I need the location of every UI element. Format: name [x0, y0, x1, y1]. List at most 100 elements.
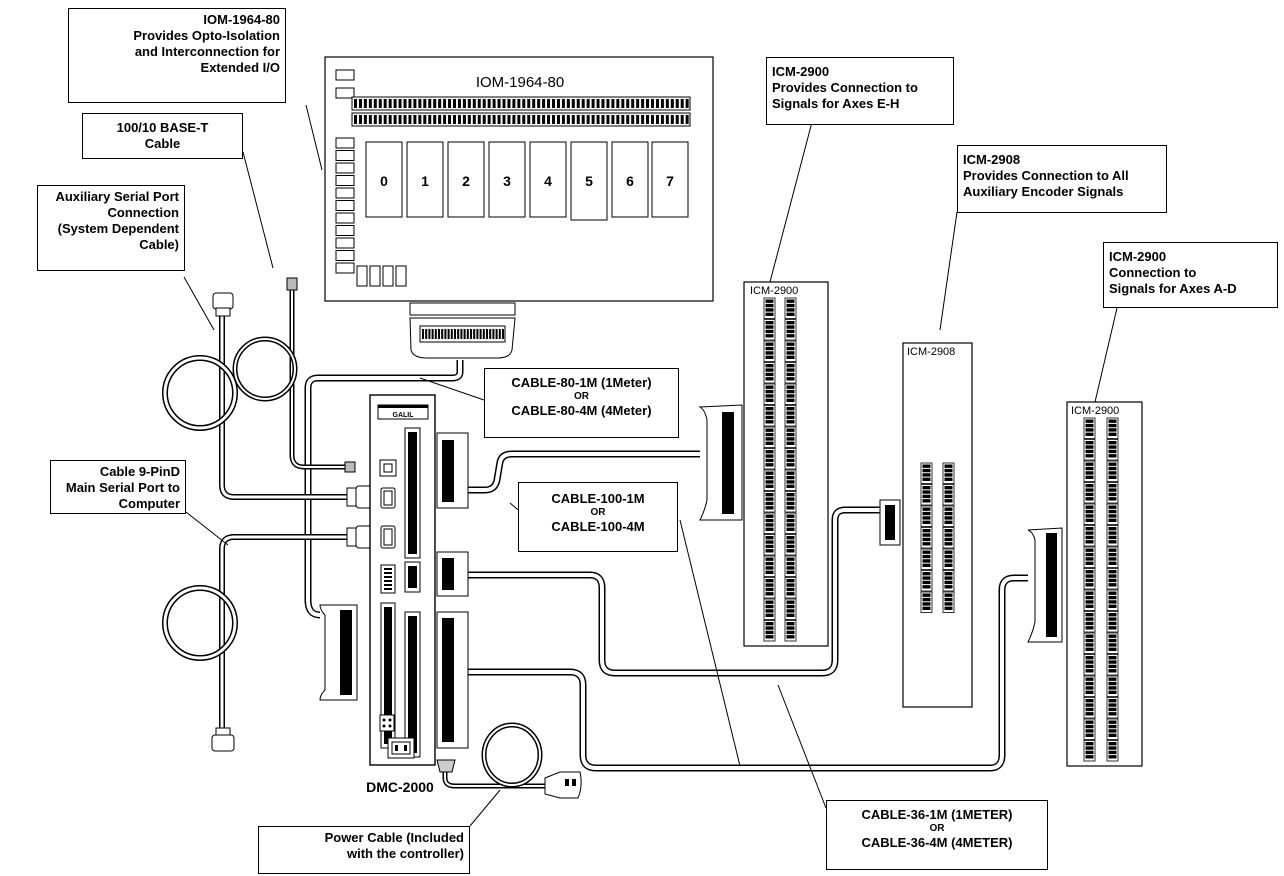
- terminal-pin: [765, 454, 774, 458]
- terminal-pin: [786, 570, 795, 574]
- terminal-pin: [561, 99, 565, 108]
- terminal-pin: [517, 99, 521, 108]
- terminal-pin: [448, 115, 452, 124]
- terminal-pin: [765, 355, 774, 359]
- callout-iom-line2: Provides Opto-Isolation: [133, 28, 280, 43]
- terminal-pin: [448, 99, 452, 108]
- iom-slot-7: [651, 141, 689, 218]
- terminal-pin: [786, 523, 795, 527]
- terminal-pin: [1085, 660, 1094, 664]
- terminal-pin: [665, 115, 669, 124]
- terminal-pin: [786, 334, 795, 338]
- terminal-pin: [765, 566, 774, 570]
- terminal-pin: [636, 99, 640, 108]
- terminal-pin: [443, 115, 447, 124]
- terminal-pin: [1085, 475, 1094, 479]
- terminal-pin: [1085, 600, 1094, 604]
- terminal-pin: [786, 501, 795, 506]
- terminal-pin: [922, 516, 931, 520]
- dmc-2000-controller: GALIL DMC-2000: [366, 394, 436, 795]
- terminal-pin: [482, 115, 486, 124]
- terminal-pin: [1108, 746, 1117, 750]
- terminal-pin: [1085, 621, 1094, 626]
- leader-lines: [183, 104, 1118, 827]
- terminal-pin: [765, 441, 774, 445]
- terminal-pin: [1085, 699, 1094, 703]
- callout-cable80: CABLE-80-1M (1Meter) OR CABLE-80-4M (4Me…: [484, 368, 679, 438]
- terminal-pin: [786, 342, 795, 346]
- terminal-pin: [1085, 647, 1094, 651]
- terminal-pin: [1108, 724, 1117, 729]
- terminal-pin: [517, 115, 521, 124]
- iom-board-title: IOM-1964-80: [476, 74, 564, 91]
- terminal-pin: [1108, 505, 1117, 509]
- terminal-pin: [1108, 750, 1117, 755]
- terminal-pin: [606, 115, 610, 124]
- terminal-pin: [1085, 497, 1094, 501]
- terminal-pin: [944, 585, 953, 589]
- callout-power-line1: Power Cable (Included: [324, 830, 464, 845]
- callout-icm-eh-line3: Signals for Axes E-H: [772, 96, 900, 111]
- terminal-pin: [786, 432, 795, 437]
- callout-cable36-or: OR: [929, 823, 945, 834]
- terminal-pin: [1085, 712, 1094, 716]
- connector-pin: [473, 329, 476, 339]
- terminal-pin: [670, 115, 674, 124]
- terminal-pin: [1108, 677, 1117, 681]
- terminal-pin: [680, 115, 684, 124]
- terminal-pin: [922, 520, 931, 524]
- terminal-pin: [765, 389, 774, 394]
- callout-cable100-line2: CABLE-100-4M: [551, 519, 645, 534]
- terminal-pin: [1108, 699, 1117, 703]
- terminal-pin: [786, 364, 795, 368]
- terminal-pin: [765, 630, 774, 635]
- terminal-pin: [1085, 552, 1094, 557]
- callout-iom-line4: Extended I/O: [200, 60, 280, 75]
- terminal-pin: [765, 312, 774, 316]
- terminal-pin: [596, 115, 600, 124]
- terminal-pin: [428, 115, 432, 124]
- terminal-pin: [944, 537, 953, 542]
- terminal-pin: [596, 99, 600, 108]
- terminal-pin: [631, 99, 635, 108]
- terminal-pin: [1085, 561, 1094, 565]
- terminal-pin: [786, 458, 795, 463]
- terminal-pin: [1085, 595, 1094, 600]
- terminal-pin: [944, 490, 953, 494]
- terminal-pin: [786, 312, 795, 316]
- terminal-pin: [438, 99, 442, 108]
- terminal-pin: [388, 115, 392, 124]
- terminal-pin: [1085, 746, 1094, 750]
- connector-pin: [457, 329, 460, 339]
- terminal-pin: [1085, 634, 1094, 638]
- callout-iom: IOM-1964-80 Provides Opto-Isolation and …: [68, 8, 286, 103]
- terminal-pin: [786, 389, 795, 394]
- cable-plugs: [211, 277, 582, 799]
- terminal-pin: [765, 351, 774, 355]
- terminal-pin: [413, 115, 417, 124]
- terminal-pin: [1085, 484, 1094, 488]
- terminal-pin: [786, 592, 795, 596]
- terminal-pin: [561, 115, 565, 124]
- connector-pin: [476, 329, 479, 339]
- terminal-pin: [1085, 681, 1094, 686]
- iom-switch-box: [382, 265, 394, 287]
- terminal-pin: [1108, 681, 1117, 686]
- terminal-pin: [393, 115, 397, 124]
- terminal-pin: [512, 99, 516, 108]
- terminal-pin: [1108, 600, 1117, 604]
- terminal-pin: [408, 115, 412, 124]
- connector-pin: [447, 329, 450, 339]
- terminal-pin: [1085, 445, 1094, 449]
- terminal-pin: [651, 115, 654, 124]
- terminal-pin: [1085, 557, 1094, 561]
- terminal-pin: [922, 533, 931, 537]
- terminal-pin: [1108, 656, 1117, 660]
- terminal-pin: [786, 441, 795, 445]
- terminal-pin: [1108, 669, 1117, 673]
- terminal-pin: [1108, 419, 1117, 423]
- terminal-pin: [641, 115, 645, 124]
- terminal-pin: [1108, 548, 1117, 552]
- iom-bottom-switches: [356, 265, 407, 287]
- terminal-pin: [670, 99, 674, 108]
